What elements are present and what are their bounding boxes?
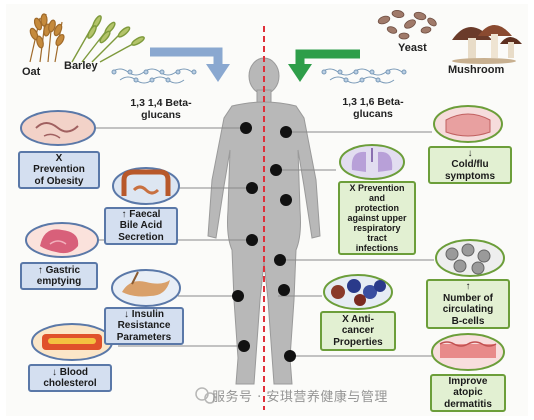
left-glucan-line2: glucans	[141, 109, 181, 121]
obesity-effect-box: X Prevention of Obesity	[18, 151, 100, 189]
mushroom-label: Mushroom	[448, 64, 505, 76]
anti-cancer-cells-icon	[323, 274, 393, 310]
b-cells-effect-box: ↑ Number of circulating B-cells	[426, 279, 510, 329]
bile-line-3: Secretion	[118, 231, 164, 243]
b-cells-icon	[435, 239, 505, 277]
dermatitis-line-3: dermatitis	[444, 398, 492, 410]
bcells-line-4: B-cells	[451, 315, 485, 327]
anti-cancer-effect-box: X Anti- cancer Properties	[320, 311, 396, 351]
cholesterol-effect-box: ↓ Blood cholesterol	[28, 364, 112, 392]
gastric-line-2: emptying	[36, 276, 82, 287]
cancer-line-2: cancer	[341, 325, 375, 337]
insulin-line-2: Resistance	[117, 320, 171, 332]
dermatitis-line-1: Improve	[448, 375, 488, 387]
dermatitis-skin-icon	[431, 333, 505, 371]
insulin-effect-box: ↓ Insulin Resistance Parameters	[104, 307, 184, 345]
right-glucan-line1: 1,3 1,6 Beta-	[342, 96, 404, 108]
cancer-line-1: X Anti-	[342, 313, 374, 325]
cold-flu-effect-box: ↓ Cold/flu symptoms	[428, 146, 512, 184]
yeast-illustration	[377, 9, 437, 40]
obesity-line-1: X	[55, 152, 63, 164]
insulin-line-1: ↓ Insulin	[123, 308, 164, 320]
barley-label: Barley	[64, 60, 98, 72]
bile-effect-box: ↑ Faecal Bile Acid Secretion	[104, 207, 178, 245]
cold-flu-organ-icon	[433, 105, 503, 143]
cancer-line-3: Properties	[333, 336, 383, 348]
gastric-organ-icon	[25, 222, 99, 258]
left-glucan-label: 1,3 1,4 Beta- glucans	[112, 97, 210, 121]
respiratory-line-3: protection	[354, 203, 399, 213]
right-glucan-label: 1,3 1,6 Beta- glucans	[324, 96, 422, 120]
dermatitis-line-2: atopic	[453, 387, 483, 399]
cholesterol-line-2: cholesterol	[43, 378, 97, 389]
left-arrow-icon	[150, 47, 230, 82]
blood-cholesterol-icon	[31, 323, 113, 361]
respiratory-line-4: against upper	[347, 213, 407, 223]
respiratory-line-2: and	[368, 193, 385, 203]
respiratory-line-5: respiratory	[353, 223, 401, 233]
obesity-line-3: of Obesity	[34, 175, 84, 187]
cold-line-2: Cold/flu	[451, 159, 489, 171]
respiratory-line-7: infections	[355, 243, 399, 253]
watermark-text: 服务号 · 安琪营养健康与管理	[212, 390, 388, 405]
bcells-line-3: circulating	[442, 304, 494, 315]
bile-line-1: ↑ Faecal	[121, 208, 161, 220]
gastric-line-1: ↑ Gastric	[37, 264, 81, 276]
respiratory-organ-icon	[339, 144, 405, 180]
left-glucan-molecule-icon	[111, 68, 197, 84]
insulin-line-3: Parameters	[116, 331, 172, 343]
watermark-icon	[195, 387, 216, 404]
oat-barley-illustration	[29, 13, 145, 63]
obesity-organ-icon	[20, 110, 96, 146]
respiratory-line-1: X Prevention	[349, 183, 405, 193]
bile-line-2: Bile Acid	[119, 220, 163, 232]
insulin-organ-icon	[111, 269, 181, 307]
mushroom-illustration	[452, 25, 522, 64]
cold-line-1: ↓	[467, 147, 473, 159]
bile-organ-icon	[112, 167, 180, 205]
left-glucan-line1: 1,3 1,4 Beta-	[130, 97, 192, 109]
bcells-line-1: ↑	[465, 281, 471, 292]
right-glucan-line2: glucans	[353, 108, 393, 120]
cholesterol-line-1: ↓ Blood	[51, 366, 89, 378]
body-marker-dots	[232, 122, 296, 362]
gastric-effect-box: ↑ Gastric emptying	[20, 262, 98, 290]
respiratory-effect-box: X Prevention and protection against uppe…	[338, 181, 416, 255]
cold-line-3: symptoms	[444, 170, 495, 182]
bcells-line-2: Number of	[442, 292, 493, 304]
right-glucan-molecule-icon	[321, 68, 407, 84]
dermatitis-effect-box: Improve atopic dermatitis	[430, 374, 506, 412]
right-arrow-icon	[288, 49, 360, 82]
obesity-line-2: Prevention	[33, 164, 85, 176]
yeast-label: Yeast	[398, 42, 427, 54]
respiratory-line-6: tract	[367, 233, 387, 243]
oat-label: Oat	[22, 66, 41, 78]
